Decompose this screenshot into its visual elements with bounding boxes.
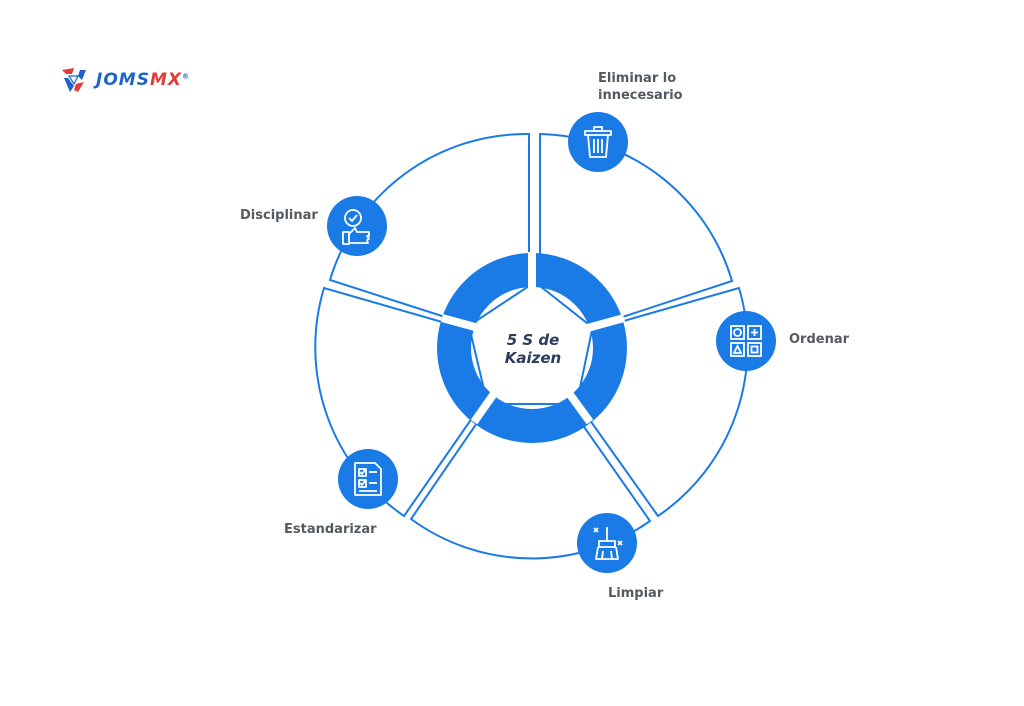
brand-name: JOMSMX® xyxy=(96,70,190,90)
label-disciplinar: Disciplinar xyxy=(240,208,318,223)
icon-estandarizar xyxy=(338,449,398,509)
brand-logo: JOMSMX® xyxy=(58,64,190,96)
logo-mark-icon xyxy=(62,68,86,92)
icon-eliminar xyxy=(568,112,628,172)
label-estandarizar: Estandarizar xyxy=(284,522,377,537)
label-eliminar: Eliminar lo innecesario xyxy=(598,71,683,103)
center-title: 5 S de Kaizen xyxy=(504,331,562,367)
label-limpiar: Limpiar xyxy=(608,586,664,601)
icon-limpiar xyxy=(577,513,637,573)
icon-ordenar xyxy=(716,311,776,371)
icon-disciplinar xyxy=(327,196,387,256)
label-ordenar: Ordenar xyxy=(789,332,850,347)
